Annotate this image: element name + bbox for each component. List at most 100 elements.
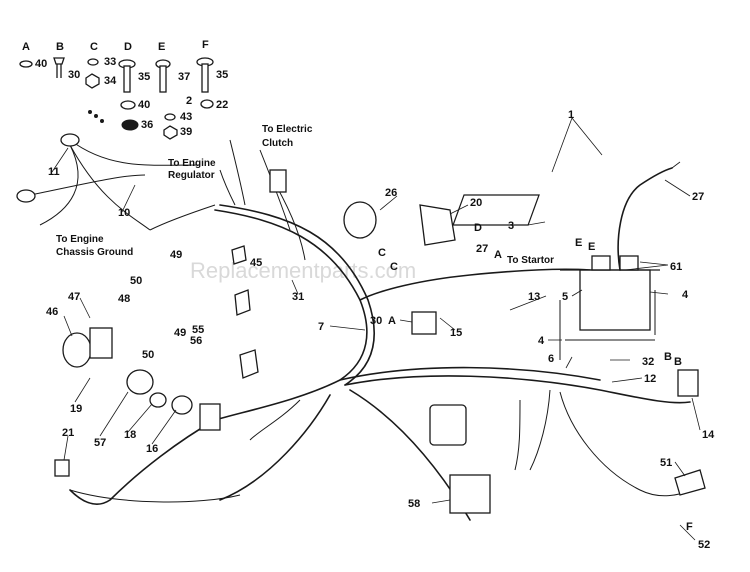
- hardware-letter-e: E: [158, 41, 165, 53]
- hardware-number: 37: [178, 71, 190, 83]
- callout-19: 19: [70, 403, 82, 415]
- clutch-connector: [269, 169, 287, 193]
- callout-52: 52: [698, 539, 710, 551]
- callout-4: 4: [538, 335, 545, 347]
- callout-14: 14: [702, 429, 715, 441]
- harness-connector-11b: [16, 189, 36, 203]
- hardware-number: 34: [104, 75, 117, 87]
- nut-e: [163, 125, 178, 140]
- callout-3: 3: [508, 220, 514, 232]
- harness-connector-11a: [60, 133, 80, 147]
- hardware-number: 22: [216, 99, 228, 111]
- switch-body-47: [89, 327, 113, 359]
- hardware-letter-a: A: [22, 41, 30, 53]
- callout-f: F: [686, 521, 693, 533]
- relay-30: [411, 311, 437, 335]
- nut-d: [121, 119, 139, 131]
- battery: [579, 269, 651, 331]
- callout-18: 18: [124, 429, 136, 441]
- hour-meter-57: [126, 369, 154, 395]
- callout-5: 5: [562, 291, 568, 303]
- hardware-number: 35: [138, 71, 150, 83]
- battery-terminal-left: [591, 255, 611, 271]
- callout-56: 56: [190, 335, 202, 347]
- callout-e: E: [575, 237, 582, 249]
- hardware-letter-d: D: [124, 41, 132, 53]
- solenoid-20: [419, 204, 456, 246]
- bolt-d-shank: [123, 65, 131, 93]
- watermark: Replacementparts.com: [190, 258, 416, 283]
- solenoid-group: [269, 169, 491, 514]
- switch-58: [449, 474, 491, 514]
- ignition-switch-46: [62, 332, 92, 368]
- battery-assembly: [452, 167, 673, 360]
- callout-58: 58: [408, 498, 420, 510]
- hardware-letter-b: B: [56, 41, 64, 53]
- callout-11: 11: [48, 166, 60, 178]
- callout-32: 32: [642, 356, 654, 368]
- hardware-number: 33: [104, 56, 116, 68]
- callout-45: 45: [250, 257, 262, 269]
- callout-61: 61: [670, 261, 682, 273]
- note-to-startor: To Startor: [507, 255, 554, 266]
- callout-31: 31: [292, 291, 304, 303]
- callout-57: 57: [94, 437, 106, 449]
- callout-16: 16: [146, 443, 158, 455]
- hardware-number: 2: [186, 95, 192, 107]
- clip-45: [231, 245, 247, 265]
- callout-55: 55: [192, 324, 204, 336]
- callouts: 1 27 26 20 3 E E 61 D C C 27 A 11 10 45 …: [46, 109, 715, 551]
- callout-6: 6: [548, 353, 554, 365]
- callout-13: 13: [528, 291, 540, 303]
- note-electric-clutch-line1: To Electric: [262, 124, 313, 135]
- callout-30: 30: [370, 315, 382, 327]
- switch-55: [234, 289, 251, 316]
- leader-lines: [51, 117, 701, 541]
- callout-21: 21: [62, 427, 74, 439]
- bolt-e-shank: [159, 65, 167, 93]
- washer-d: [120, 100, 136, 110]
- callout-7: 7: [318, 321, 324, 333]
- lamp-18: [149, 392, 167, 408]
- callout-49: 49: [170, 249, 182, 261]
- loose-dots: [88, 110, 104, 123]
- callout-a: A: [494, 249, 502, 261]
- callout-49: 49: [174, 327, 186, 339]
- hardware-number: 30: [68, 69, 80, 81]
- note-engine-regulator-line2: Regulator: [168, 170, 215, 181]
- note-chassis-ground-line1: To Engine: [56, 234, 104, 245]
- callout-1: 1: [568, 109, 574, 121]
- hardware-legend: A B C D E F 40 30 33 34 35 37 35 40 2 22…: [19, 39, 228, 140]
- connector-block: [199, 403, 221, 431]
- ground-wire: [16, 133, 216, 231]
- nut-c: [85, 73, 100, 89]
- callout-46: 46: [46, 306, 58, 318]
- hardware-letter-f: F: [202, 39, 209, 51]
- dash-components: [54, 245, 706, 496]
- washer-e: [164, 113, 176, 121]
- fuse-holder-16: [171, 395, 193, 415]
- callout-15: 15: [450, 327, 462, 339]
- hardware-number: 36: [141, 119, 153, 131]
- hardware-number: 39: [180, 126, 192, 138]
- washer-a: [19, 60, 33, 68]
- coil-connector: [429, 404, 467, 446]
- connector-51: [674, 469, 706, 496]
- hardware-number: 40: [138, 99, 150, 111]
- callout-51: 51: [660, 457, 672, 469]
- hardware-number: 43: [180, 111, 192, 123]
- battery-hold-down: [452, 194, 540, 226]
- callout-26: 26: [385, 187, 397, 199]
- callout-c: C: [378, 247, 386, 259]
- callout-d: D: [474, 222, 482, 234]
- callout-50: 50: [130, 275, 142, 287]
- callout-e: E: [588, 241, 595, 253]
- bolt-f-shank: [201, 63, 209, 93]
- lock-washer-f: [200, 99, 214, 109]
- connector-14: [677, 369, 699, 397]
- note-engine-regulator-line1: To Engine: [168, 158, 216, 169]
- note-electric-clutch-line2: Clutch: [262, 138, 293, 149]
- callout-b: B: [664, 351, 672, 363]
- callout-48: 48: [118, 293, 130, 305]
